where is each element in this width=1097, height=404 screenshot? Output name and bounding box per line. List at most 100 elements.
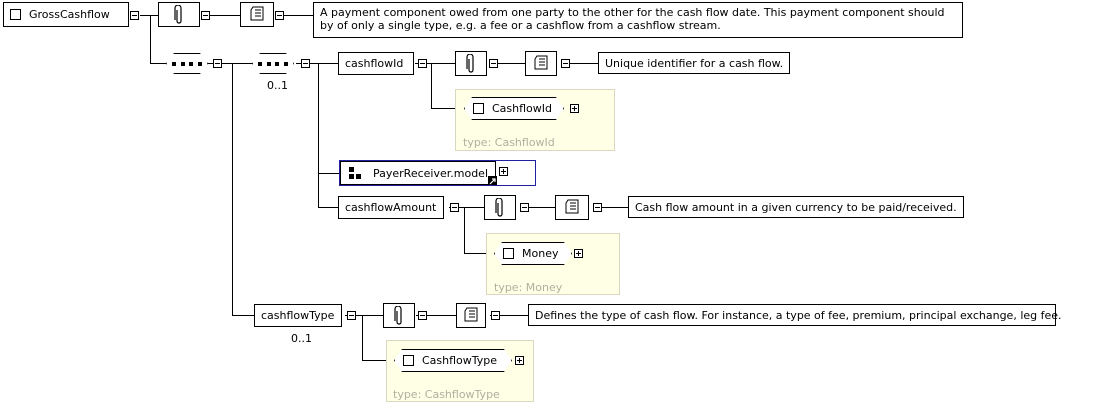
cashflow-amount-documentation-node[interactable] xyxy=(555,195,589,220)
collapse-toggle[interactable] xyxy=(418,59,427,68)
connector xyxy=(318,63,319,207)
connector xyxy=(150,15,151,63)
collapse-toggle[interactable] xyxy=(275,11,284,20)
cashflow-type-type-element-label: CashflowType xyxy=(422,354,498,367)
connector xyxy=(362,315,363,360)
connector xyxy=(431,108,464,109)
scroll-icon xyxy=(250,6,264,20)
connector xyxy=(416,315,456,316)
sequence-icon xyxy=(258,62,288,66)
paperclip-icon xyxy=(174,4,182,24)
scroll-icon xyxy=(565,199,579,213)
element-checkbox-icon xyxy=(503,248,514,259)
sequence-compositor[interactable] xyxy=(166,53,208,74)
root-documentation: A payment component owed from one party … xyxy=(320,6,945,32)
cashflow-type-type-element[interactable]: CashflowType xyxy=(394,349,512,372)
collapse-toggle[interactable] xyxy=(201,11,210,20)
cashflow-id-type-element[interactable]: CashflowId xyxy=(464,97,564,120)
sequence-icon xyxy=(172,62,202,66)
connector xyxy=(296,63,338,64)
collapse-toggle[interactable] xyxy=(489,59,498,68)
cashflow-type-documentation-text: Defines the type of cash flow. For insta… xyxy=(528,304,1062,326)
cashflow-id-documentation-node[interactable] xyxy=(525,51,557,76)
inner-sequence-compositor[interactable] xyxy=(252,53,294,74)
payer-receiver-model-label: PayerReceiver.model xyxy=(373,166,489,180)
expand-toggle[interactable] xyxy=(499,167,508,176)
collapse-toggle[interactable] xyxy=(347,311,356,320)
link-arrow-icon xyxy=(488,176,497,185)
cashflow-id-attachment[interactable] xyxy=(455,51,487,76)
connector xyxy=(431,63,432,108)
cashflow-amount-type-element-label: Money xyxy=(522,247,559,260)
cashflow-id-type-element-label: CashflowId xyxy=(492,102,553,115)
collapse-toggle[interactable] xyxy=(520,203,529,212)
cashflow-id-element[interactable]: cashflowId xyxy=(338,52,414,75)
cashflow-type-occurrence: 0..1 xyxy=(291,332,312,345)
cashflow-type-type-label: type: CashflowType xyxy=(393,388,500,401)
cashflow-type-label: cashflowType xyxy=(261,309,335,322)
connector xyxy=(497,63,525,64)
cashflow-type-attachment[interactable] xyxy=(383,303,415,328)
connector xyxy=(318,207,339,208)
connector xyxy=(140,15,158,16)
connector xyxy=(449,207,484,208)
connector xyxy=(208,63,253,64)
collapse-toggle[interactable] xyxy=(130,11,139,20)
connector xyxy=(318,173,339,174)
connector xyxy=(283,15,313,16)
connector xyxy=(362,360,395,361)
cashflow-amount-type-element[interactable]: Money xyxy=(494,242,572,265)
connector xyxy=(232,63,233,315)
cashflow-type-documentation: Defines the type of cash flow. For insta… xyxy=(535,308,1062,322)
paperclip-icon xyxy=(495,197,503,217)
cashflow-amount-documentation: Cash flow amount in a given currency to … xyxy=(635,200,957,214)
element-checkbox-icon xyxy=(473,103,484,114)
expand-toggle[interactable] xyxy=(515,356,524,365)
cashflow-id-documentation: Unique identifier for a cash flow. xyxy=(605,56,784,70)
collapse-toggle[interactable] xyxy=(418,311,427,320)
connector xyxy=(570,63,598,64)
cashflow-id-type-label: type: CashflowId xyxy=(463,136,555,149)
root-element-label: GrossCashflow xyxy=(29,8,110,21)
collapse-toggle[interactable] xyxy=(593,203,602,212)
paperclip-icon xyxy=(466,53,474,73)
collapse-toggle[interactable] xyxy=(561,59,570,68)
cashflow-amount-type-label: type: Money xyxy=(494,281,563,294)
collapse-toggle[interactable] xyxy=(491,311,500,320)
connector xyxy=(415,63,455,64)
connector xyxy=(210,15,240,16)
root-documentation-node[interactable] xyxy=(240,2,274,27)
scroll-icon xyxy=(464,307,478,321)
cashflow-type-element[interactable]: cashflowType xyxy=(254,304,342,327)
connector xyxy=(520,207,555,208)
root-documentation-text: A payment component owed from one party … xyxy=(313,2,963,38)
connector xyxy=(150,63,166,64)
cashflow-type-documentation-node[interactable] xyxy=(456,303,486,328)
collapse-toggle[interactable] xyxy=(213,59,222,68)
cashflow-amount-element[interactable]: cashflowAmount xyxy=(338,196,444,219)
connector xyxy=(464,207,465,253)
collapse-toggle[interactable] xyxy=(301,59,310,68)
element-checkbox-icon xyxy=(10,9,21,20)
connector xyxy=(345,315,383,316)
inner-sequence-occurrence: 0..1 xyxy=(267,79,288,92)
connector xyxy=(232,315,254,316)
expand-toggle[interactable] xyxy=(574,249,583,258)
payer-receiver-model-box[interactable]: PayerReceiver.model xyxy=(340,161,496,185)
connector xyxy=(490,315,528,316)
root-attachment[interactable] xyxy=(158,2,200,27)
paperclip-icon xyxy=(394,305,402,325)
expand-toggle[interactable] xyxy=(570,104,579,113)
connector xyxy=(596,207,628,208)
model-group-icon xyxy=(349,167,361,179)
root-element-gross-cashflow[interactable]: GrossCashflow xyxy=(3,2,129,27)
cashflow-id-label: cashflowId xyxy=(345,57,404,70)
scroll-icon xyxy=(534,55,548,69)
cashflow-amount-attachment[interactable] xyxy=(484,195,516,220)
connector xyxy=(464,253,494,254)
cashflow-amount-documentation-text: Cash flow amount in a given currency to … xyxy=(628,196,964,218)
element-checkbox-icon xyxy=(403,355,414,366)
collapse-toggle[interactable] xyxy=(450,203,459,212)
cashflow-amount-label: cashflowAmount xyxy=(345,201,437,214)
cashflow-id-documentation-text: Unique identifier for a cash flow. xyxy=(598,52,790,74)
